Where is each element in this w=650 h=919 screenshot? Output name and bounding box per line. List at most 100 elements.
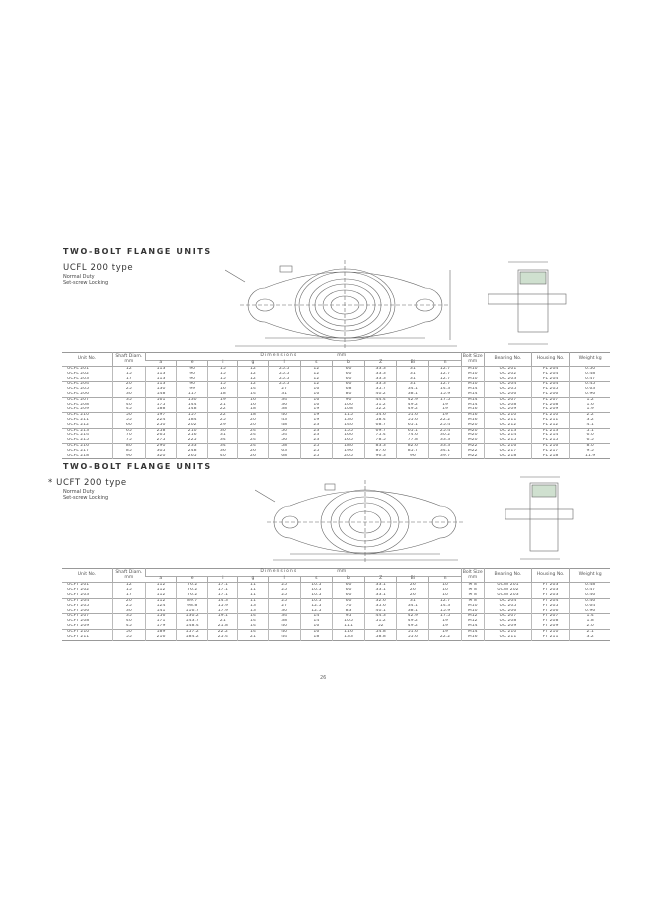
table-cell: 77.8 [396,438,429,444]
table-cell: 65 [111,427,146,434]
table-cell: 35.7 [364,387,397,392]
table-cell: 22.2 [207,629,238,636]
table-cell: 161 [144,396,177,403]
table-cell: 21.8 [207,624,238,630]
table-cell: M14 [460,387,485,392]
section2-marker: * [48,478,53,488]
table-cell: 12 [299,365,333,372]
table-cell: 27 [267,387,301,392]
table-cell: M12 [460,619,485,625]
table-cell: UCFT 202 [67,587,90,592]
table-cell: UC 206 [483,391,532,398]
table-cell: 25 [299,442,333,449]
table-cell: FL 211 [530,417,570,423]
table-cell: 40 [267,412,301,418]
table-cell: M 8 [460,587,485,593]
table-cell: 141 [144,608,177,614]
table-cell: 83.3 [364,442,397,449]
table-cell: FL 204 [530,365,570,372]
table-cell: FT 206 [530,608,570,614]
table-cell: 44 [267,635,301,641]
table-cell: M20 [460,438,485,444]
table-cell: 14 [237,391,269,398]
table-cell: 124 [144,603,177,609]
header-dim-l: l [267,360,301,367]
table-cell: 25.5 [267,381,301,388]
table-cell: 65.1 [396,427,429,434]
table-cell: 19 [428,629,462,636]
table-cell: 108 [331,407,365,413]
table-cell: 75 [111,438,146,444]
table-cell: 14 [237,629,269,636]
table-cell: 60 [331,587,365,593]
table-cell: FL 207 [530,396,570,403]
table-cell: 43 [267,417,301,423]
table-cell: 113 [144,371,177,377]
table-cell: 76.2 [176,581,208,588]
dimensions-unit: mm [337,353,347,359]
table-cell: 20 [111,597,146,604]
table-cell: 171 [144,619,177,625]
table-cell: FL 215 [530,438,570,444]
table-cell: 60 [331,597,365,604]
table-cell: 60 [331,376,365,382]
table-cell: 60 [331,581,365,588]
table-cell: 197 [144,412,177,418]
header-bearing-no: Bearing No. [483,352,532,367]
table-cell: 157 [176,412,208,418]
table-cell: 140 [331,422,365,429]
table-cell: UCW 203 [483,592,532,599]
table-cell: M10 [460,381,485,388]
table-cell: 40 [207,453,238,459]
table-cell: M10 [460,371,485,377]
table-cell: 24 [237,427,269,434]
table-cell: 250 [144,422,177,429]
table-cell: 76.2 [176,587,208,593]
table-cell: FT 204 [530,597,570,604]
table-cell: 12 [299,381,333,388]
table-cell: 156 [144,613,177,620]
table-cell: 26 [237,453,269,459]
table-cell: 40 [111,402,146,408]
table-cell: FT 209 [530,624,570,630]
table-cell: 39.7 [428,453,462,459]
table-cell: 16 [299,624,333,630]
table-cell: 50 [111,629,146,636]
table-cell: FT 208 [530,619,570,625]
header-dim-z: Z [364,360,397,367]
table-cell: 24 [237,438,269,444]
table-cell: 9.5 [569,448,610,454]
table-cell: 15 [207,365,238,372]
table-cell: 24 [237,433,269,439]
table-cell: 179 [144,624,177,630]
table-cell: 165 [331,438,365,444]
table-cell: 31 [396,371,429,377]
table-cell: 54.6 [364,412,397,418]
table-cell: 96.3 [364,453,397,459]
table-cell: 44.4 [364,396,397,403]
table-cell: 15.9 [207,603,238,609]
table-cell: 258 [144,427,177,434]
table-cell: 36 [207,448,238,454]
table-cell: 21 [207,402,238,408]
table-cell: FL 204 [530,376,570,382]
section2-type: UCFT 200 type [56,478,127,488]
table-cell: 14 [237,619,269,625]
table-cell: 34.1 [396,387,429,392]
table-cell: 78.5 [364,438,397,444]
table-cell: 34 [267,613,301,620]
table-cell: 40.2 [364,391,397,398]
table-cell: FL 213 [530,427,570,434]
table-cell: 275 [144,438,177,444]
table-cell: 51.2 [364,619,397,625]
